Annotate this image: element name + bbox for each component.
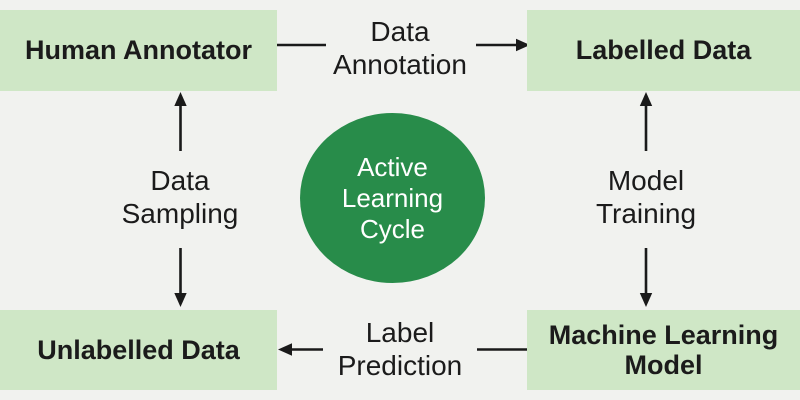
node-machine-learning-model-label: Machine Learning Model — [548, 319, 779, 380]
arrow-data-sampling — [174, 92, 187, 307]
node-unlabelled-data: Unlabelled Data — [0, 310, 277, 390]
cycle-circle-label: Active Learning Cycle — [341, 151, 444, 244]
edge-label-data-annotation: Data Annotation — [333, 16, 467, 80]
arrow-model-training — [639, 92, 653, 307]
node-human-annotator-label: Human Annotator — [25, 35, 252, 66]
cycle-circle: Active Learning Cycle — [300, 113, 485, 283]
node-human-annotator: Human Annotator — [0, 10, 277, 91]
node-machine-learning-model: Machine Learning Model — [527, 310, 800, 390]
edge-label-data-sampling: Data Sampling — [121, 165, 239, 229]
node-labelled-data-label: Labelled Data — [575, 35, 752, 66]
node-unlabelled-data-label: Unlabelled Data — [37, 334, 240, 365]
node-labelled-data: Labelled Data — [527, 10, 800, 91]
arrow-label-prediction — [278, 343, 527, 356]
arrow-data-annotation — [277, 38, 530, 52]
edge-label-model-training: Model Training — [595, 165, 697, 229]
edge-label-label-prediction: Label Prediction — [337, 317, 463, 381]
